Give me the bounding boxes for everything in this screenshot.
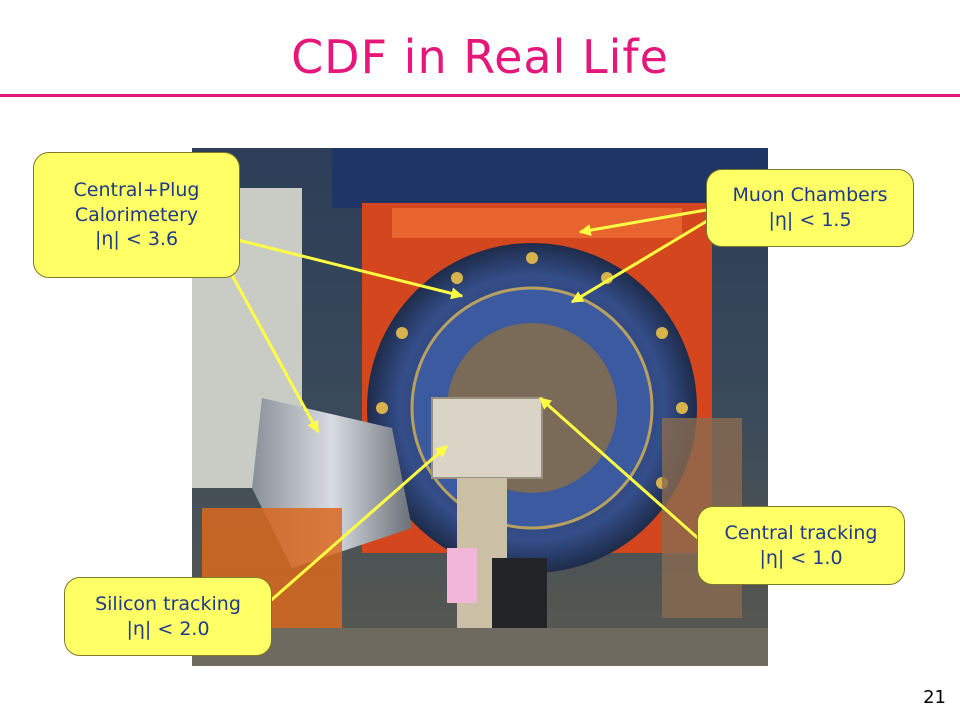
- callout-silicon-tracking-line1: Silicon tracking: [95, 592, 241, 615]
- pink-panel: [447, 548, 477, 603]
- cdf-detector-photo: [192, 148, 768, 666]
- callout-central-tracking-line1: Central tracking: [724, 521, 878, 544]
- callout-muon-eta: |η| < 1.5: [768, 209, 852, 231]
- silicon-frame: [431, 397, 543, 479]
- callout-calorimetry: Central+Plug Calorimetery |η| < 3.6: [33, 152, 240, 278]
- callout-silicon-tracking: Silicon tracking |η| < 2.0: [64, 577, 272, 656]
- slide-title: CDF in Real Life: [291, 30, 669, 84]
- callout-central-tracking: Central tracking |η| < 1.0: [697, 506, 905, 585]
- callout-muon-chambers: Muon Chambers |η| < 1.5: [706, 169, 914, 247]
- red-frame-top: [392, 208, 682, 238]
- floor: [192, 628, 768, 666]
- ceiling-banner: [332, 148, 768, 208]
- callout-calorimetry-eta: |η| < 3.6: [94, 228, 179, 251]
- title-divider: [0, 94, 960, 97]
- callout-central-tracking-eta: |η| < 1.0: [759, 546, 843, 569]
- callout-calorimetry-line1: Central+Plug: [73, 178, 200, 201]
- callout-calorimetry-line2: Calorimetery: [74, 203, 199, 226]
- callout-silicon-tracking-eta: |η| < 2.0: [126, 617, 210, 640]
- callout-muon-line1: Muon Chambers: [732, 184, 888, 207]
- page-number: 21: [923, 687, 946, 708]
